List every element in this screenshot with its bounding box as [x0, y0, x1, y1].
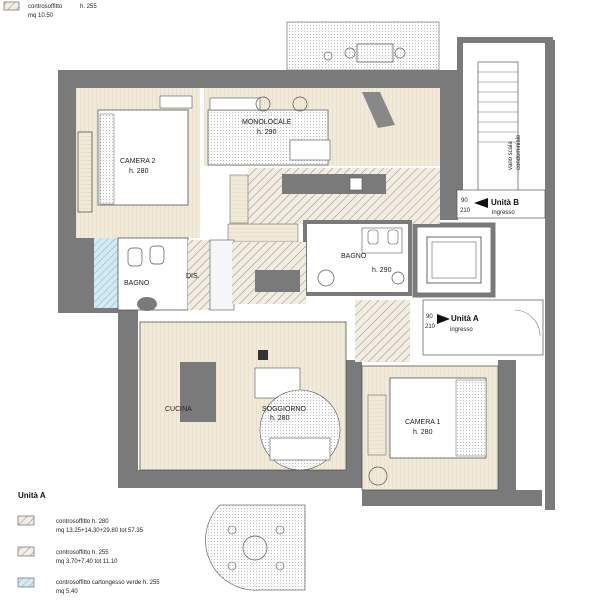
- legend-swatch-1: [17, 515, 35, 526]
- legend-item-1-label: controsoffitto h. 280: [56, 519, 109, 525]
- cucina-name: CUCINA: [165, 406, 192, 413]
- stair-label-1: vano scala: [508, 141, 514, 170]
- legend-item-1-detail: mq 13.25+14.30+29.80 tot 57.35: [56, 528, 144, 534]
- balcony-round: [205, 504, 306, 591]
- unit-b-dim-bottom: 210: [460, 208, 471, 214]
- legend-top-label: controsoffitto: [28, 4, 63, 10]
- bagno-b-height: h. 290: [372, 267, 392, 274]
- legend-item-3-label: controsoffitto cartongesso verde h. 255: [56, 580, 160, 586]
- stair-label-2: condominiale: [516, 134, 522, 170]
- balcony-top: [286, 21, 440, 71]
- camera2-name: CAMERA 2: [120, 158, 156, 165]
- stair-core: vano scala condominiale: [412, 37, 555, 510]
- legend-top-area: mq 10.50: [28, 13, 54, 19]
- legend-item-2-label: controsoffitto h. 255: [56, 550, 109, 556]
- unit-b-name: Unità B: [491, 198, 519, 207]
- hall-hatch: [232, 242, 410, 362]
- legend-item-3-detail: mq 5.40: [56, 589, 78, 595]
- corridor-hatch: [227, 168, 440, 243]
- unit-a-entry: ingresso: [450, 327, 473, 333]
- room-camera1: CAMERA 1 h. 280: [361, 365, 499, 491]
- camera1-name: CAMERA 1: [405, 419, 441, 426]
- legend-item-2-detail: mq 3.70+7.40 tot 11.10: [56, 559, 118, 565]
- monolocale-name: MONOLOCALE: [242, 119, 292, 126]
- soggiorno-name: SOGGIORNO: [262, 406, 307, 413]
- unit-a-name: Unità A: [451, 314, 479, 323]
- room-dis: DIS.: [186, 239, 235, 311]
- unit-a-dim-top: 90: [426, 314, 433, 320]
- unit-a-dim-bottom: 210: [425, 324, 436, 330]
- unit-b-entry: ingresso: [492, 210, 515, 216]
- unit-b-arrow-icon: [474, 198, 488, 208]
- room-bagno-a: BAGNO: [94, 237, 189, 311]
- unit-a-entrance: 90 210 Unità A ingresso: [422, 299, 544, 356]
- bagno-a-name: BAGNO: [124, 280, 150, 287]
- camera2-height: h. 280: [129, 168, 149, 175]
- legend-swatch-3: [17, 577, 35, 588]
- camera1-height: h. 280: [413, 429, 433, 436]
- unit-b-dim-top: 90: [461, 198, 468, 204]
- unit-b-entrance: 90 210 Unità B ingresso: [456, 189, 546, 219]
- room-camera2: CAMERA 2 h. 280: [76, 88, 200, 238]
- room-cucina-soggiorno: CUCINA SOGGIORNO h. 280: [139, 321, 347, 471]
- soggiorno-height: h. 280: [270, 415, 290, 422]
- monolocale-height: h. 290: [257, 129, 277, 136]
- room-monolocale: MONOLOCALE h. 290: [204, 88, 440, 166]
- legend-bottom: Unità A controsoffitto h. 280 mq 13.25+1…: [17, 491, 160, 595]
- legend-top: controsoffitto h. 255 mq 10.50: [3, 1, 97, 19]
- legend-top-height: h. 255: [80, 4, 97, 10]
- dis-name: DIS.: [186, 273, 200, 280]
- legend-swatch-2: [17, 546, 35, 557]
- bagno-b-name: BAGNO: [341, 253, 367, 260]
- legend-top-swatch: [3, 1, 20, 11]
- room-bagno-b: BAGNO h. 290: [303, 220, 412, 296]
- unit-a-arrow-icon: [437, 314, 450, 324]
- legend-bottom-title: Unità A: [18, 491, 46, 500]
